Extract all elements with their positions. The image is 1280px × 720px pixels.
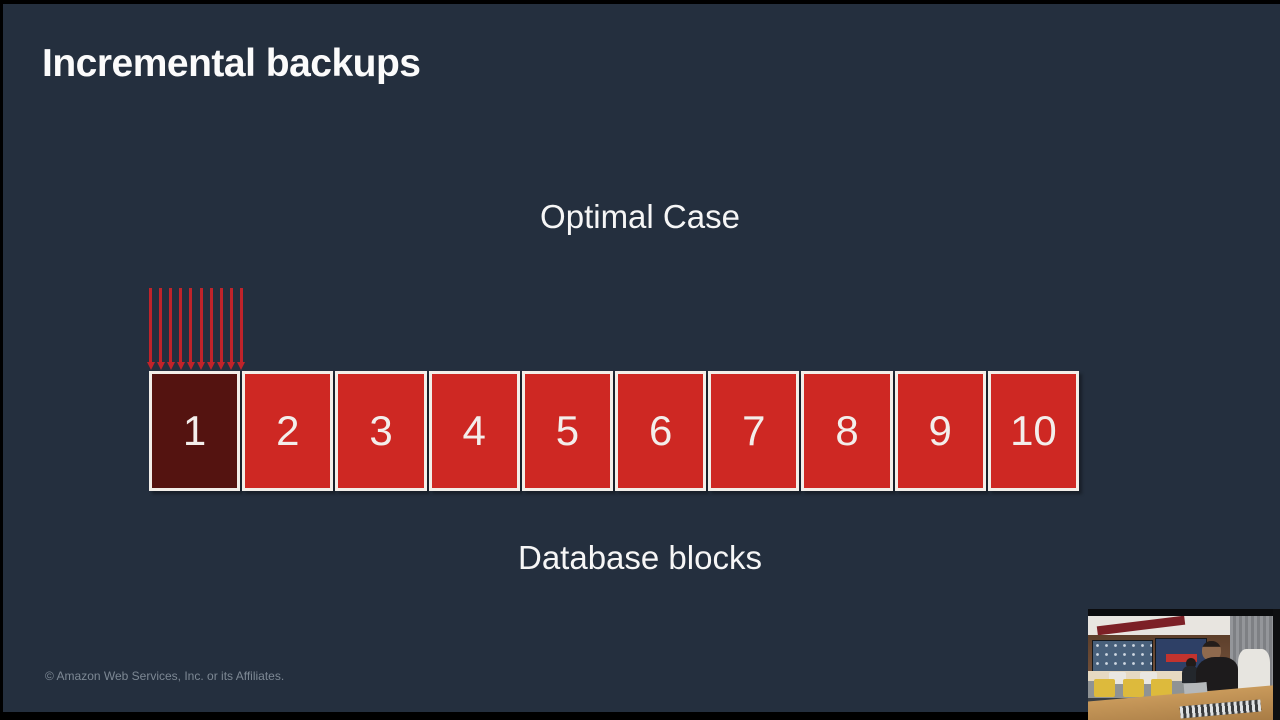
block-number: 10 [1010,407,1057,454]
db-block-2: 2 [242,371,334,491]
db-block-10: 10 [987,371,1080,491]
block-number: 4 [462,407,486,454]
webcam-edge-shadow [1273,609,1280,720]
write-arrow-icon [217,288,226,370]
webcam-yellow-chair [1093,678,1115,697]
write-arrow-icon [227,288,236,370]
block-number: 6 [648,407,673,454]
copyright-text: © Amazon Web Services, Inc. or its Affil… [45,669,285,683]
page-title: Incremental backups [42,42,421,85]
block-number: 3 [369,407,393,454]
diagram-title: Optimal Case [540,198,740,235]
block-number: 1 [182,407,207,454]
webcam-ceiling-shadow [1088,609,1280,616]
webcam-person2-body [1182,665,1200,684]
write-arrow-icon [156,288,165,370]
webcam-wall-screen-left [1091,640,1154,676]
webcam-ceiling [1088,615,1231,635]
db-block-4: 4 [428,371,520,491]
diagram-caption: Database blocks [518,539,762,576]
db-block-6: 6 [615,371,707,491]
webcam-presenter-head [1202,641,1222,662]
db-block-5: 5 [521,371,614,491]
write-arrow-icon [146,288,155,370]
db-block-9: 9 [894,371,986,491]
blocks-row: 1 2 3 4 5 6 7 8 9 10 [149,371,1080,491]
webcam-red-stripe [1096,615,1185,635]
webcam-yellow-chair [1122,678,1144,697]
db-block-8: 8 [801,371,893,491]
write-arrow-icon [176,288,185,370]
webcam-screen-banner [1166,653,1198,663]
block-number: 7 [742,407,766,454]
block-number: 5 [555,407,580,454]
write-arrow-icon [237,288,246,370]
write-arrow-icon [197,288,206,370]
presenter-camera-video [1088,609,1280,720]
webcam-yellow-chair [1151,678,1173,697]
letterbox-bottom [0,712,1280,720]
letterbox-top [0,0,1280,4]
write-arrow-icon [207,288,216,370]
letterbox-left [0,0,3,720]
block-number: 8 [835,407,859,454]
block-number: 9 [928,407,952,454]
webcam-person2-head [1185,657,1196,668]
db-block-1: 1 [149,371,241,491]
block-number: 2 [276,407,300,454]
write-arrow-icon [186,288,195,370]
db-block-3: 3 [335,371,427,491]
db-block-7: 7 [708,371,800,491]
write-arrow-icon [166,288,175,370]
write-arrows-group [146,288,246,370]
